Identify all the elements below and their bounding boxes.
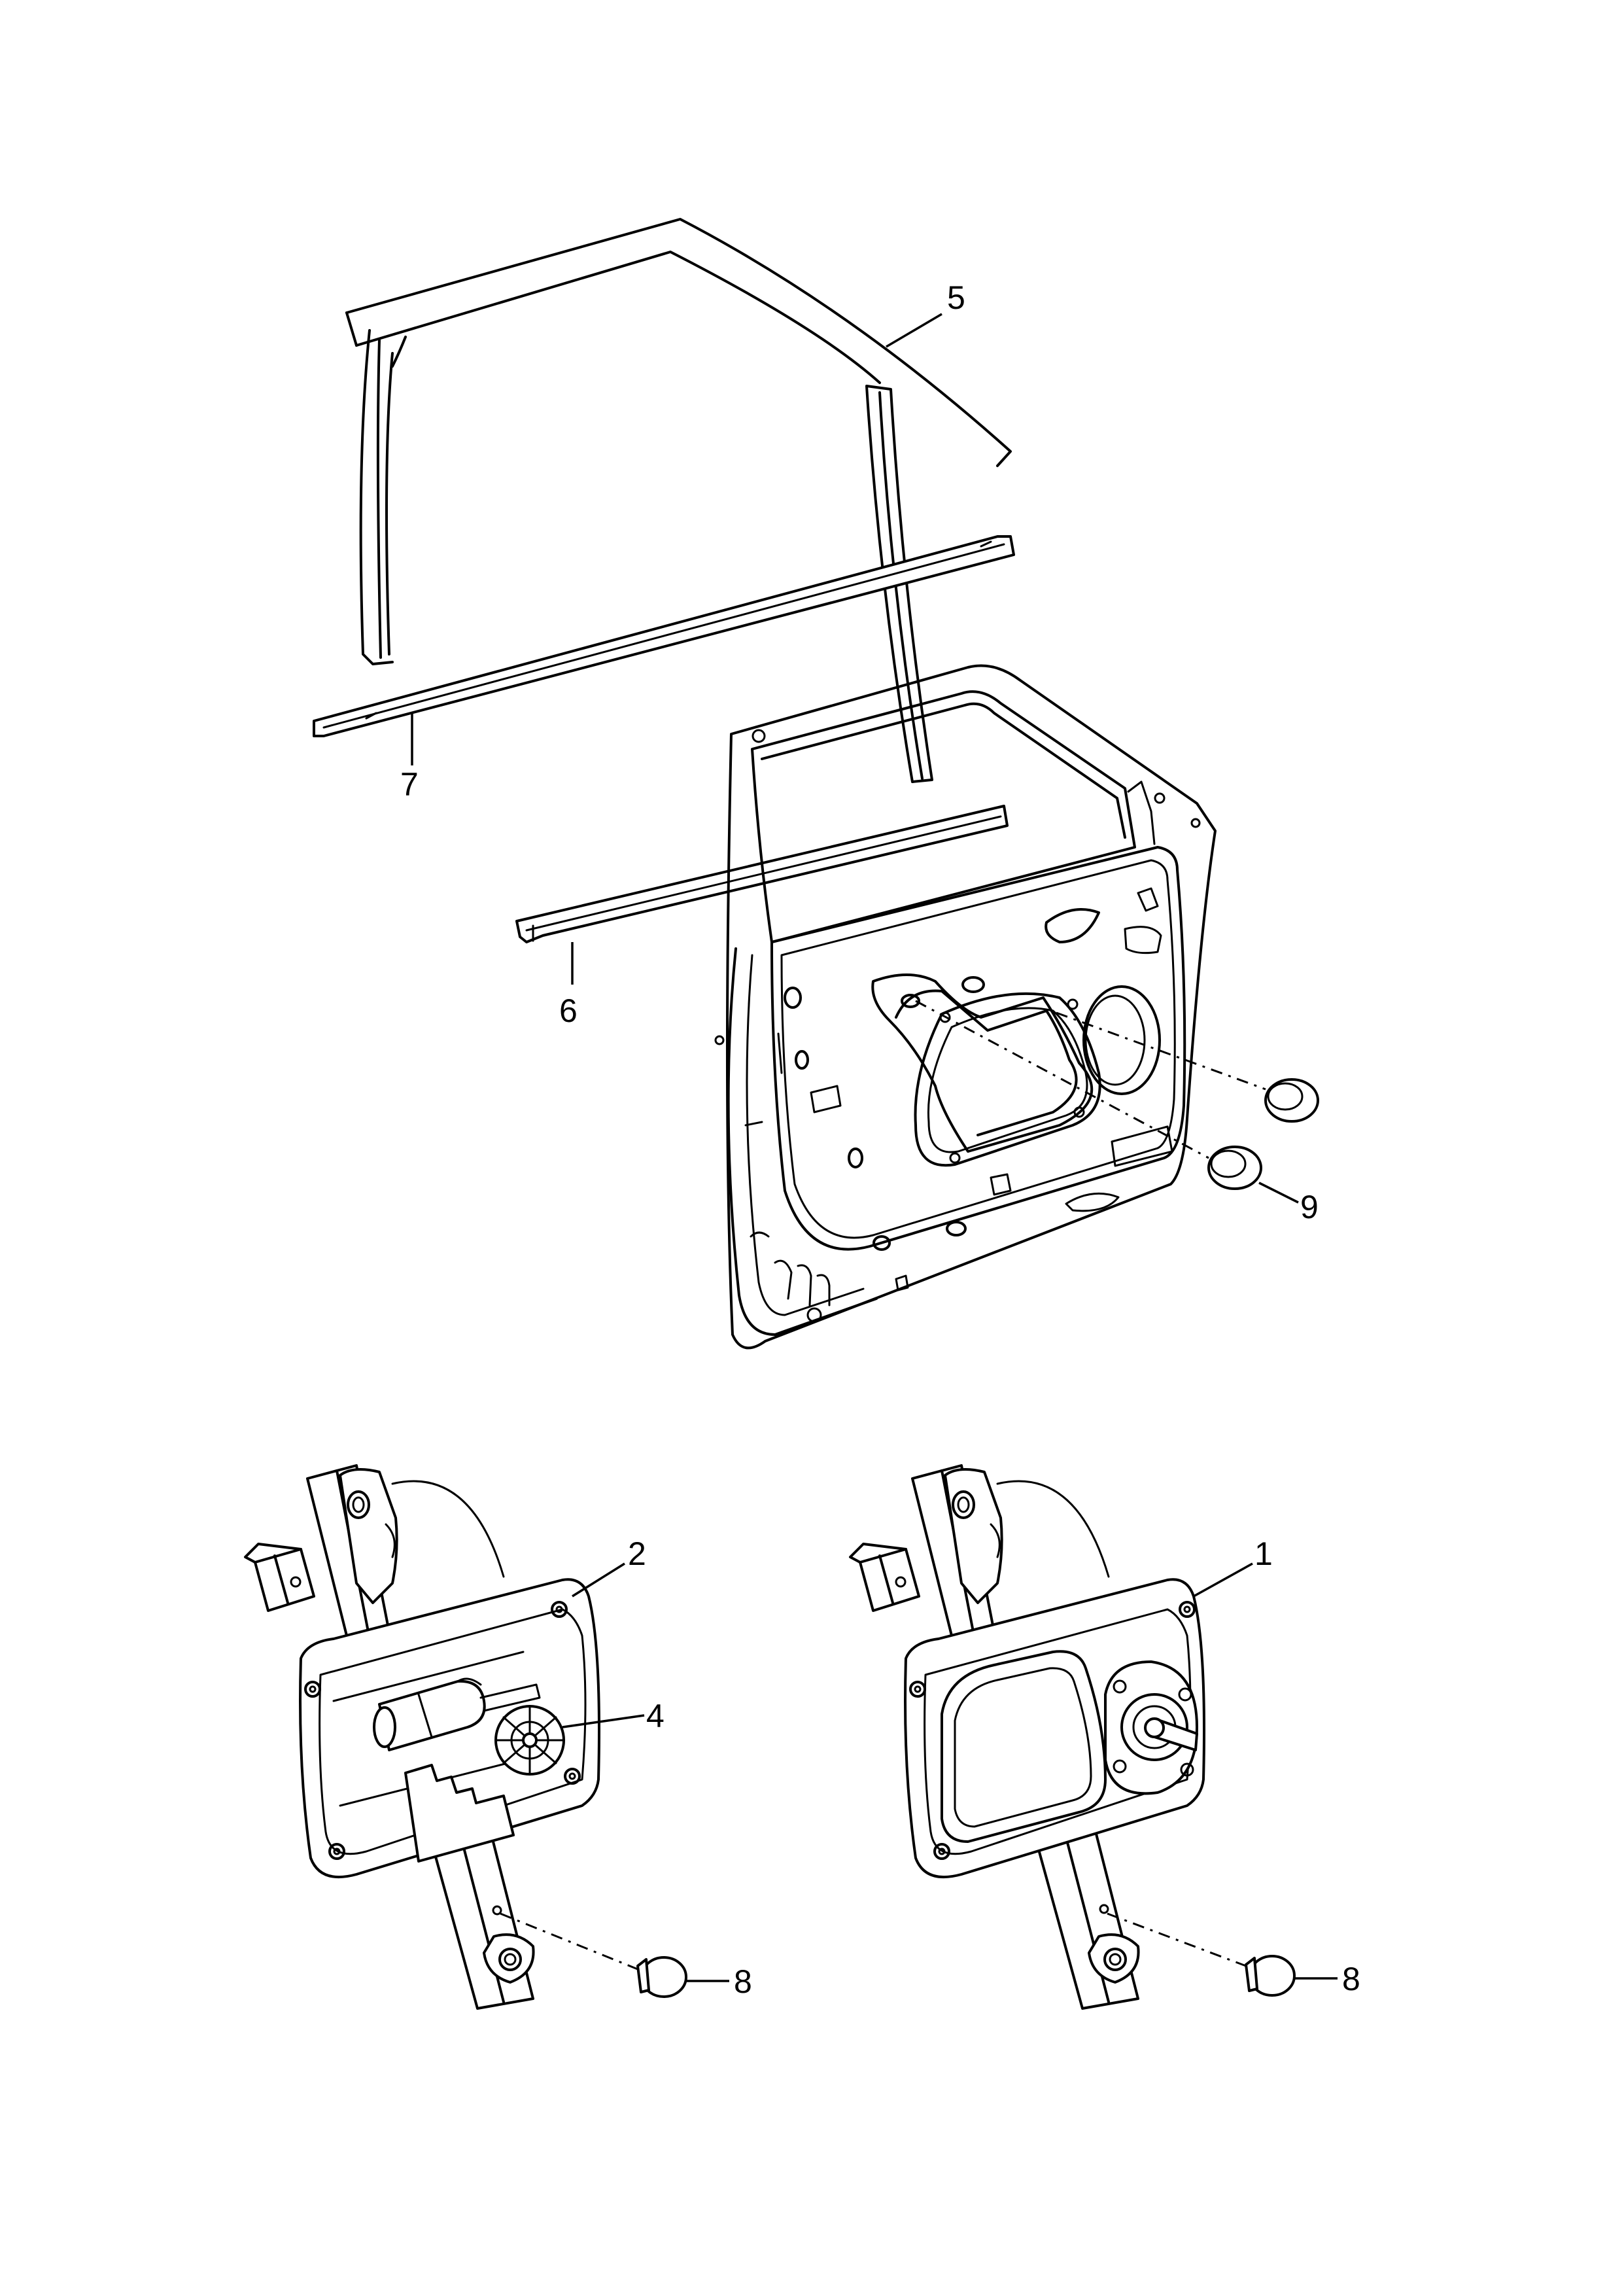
callout-2: 2 — [628, 1535, 646, 1572]
callout-7: 7 — [400, 766, 419, 803]
plug-9b-guide — [915, 1000, 1209, 1159]
callout-1-leader — [1193, 1562, 1253, 1598]
door-shell — [714, 664, 1217, 1350]
callout-8-left: 8 — [734, 1963, 752, 2000]
callout-5-leader — [886, 313, 942, 348]
callout-4: 4 — [646, 1698, 665, 1734]
callout-6: 6 — [559, 992, 578, 1029]
plug-9a-guide — [1056, 1011, 1266, 1091]
window-regulator-manual — [849, 1464, 1205, 2010]
callout-5: 5 — [947, 279, 965, 316]
callout-9: 9 — [1300, 1189, 1319, 1225]
bolt-left — [500, 1912, 729, 1998]
bolt-right — [1107, 1912, 1338, 1997]
callout-9-leader — [1258, 1182, 1299, 1204]
plug-grommets — [1207, 1078, 1319, 1190]
window-regulator-with-motor — [244, 1464, 600, 2010]
outer-window-strip — [313, 535, 1015, 737]
callout-2-leader — [572, 1562, 625, 1598]
callout-4-leader — [562, 1714, 645, 1728]
callout-1: 1 — [1254, 1535, 1273, 1572]
callout-8-right: 8 — [1342, 1961, 1360, 1997]
window-frame-seal — [345, 218, 1012, 783]
